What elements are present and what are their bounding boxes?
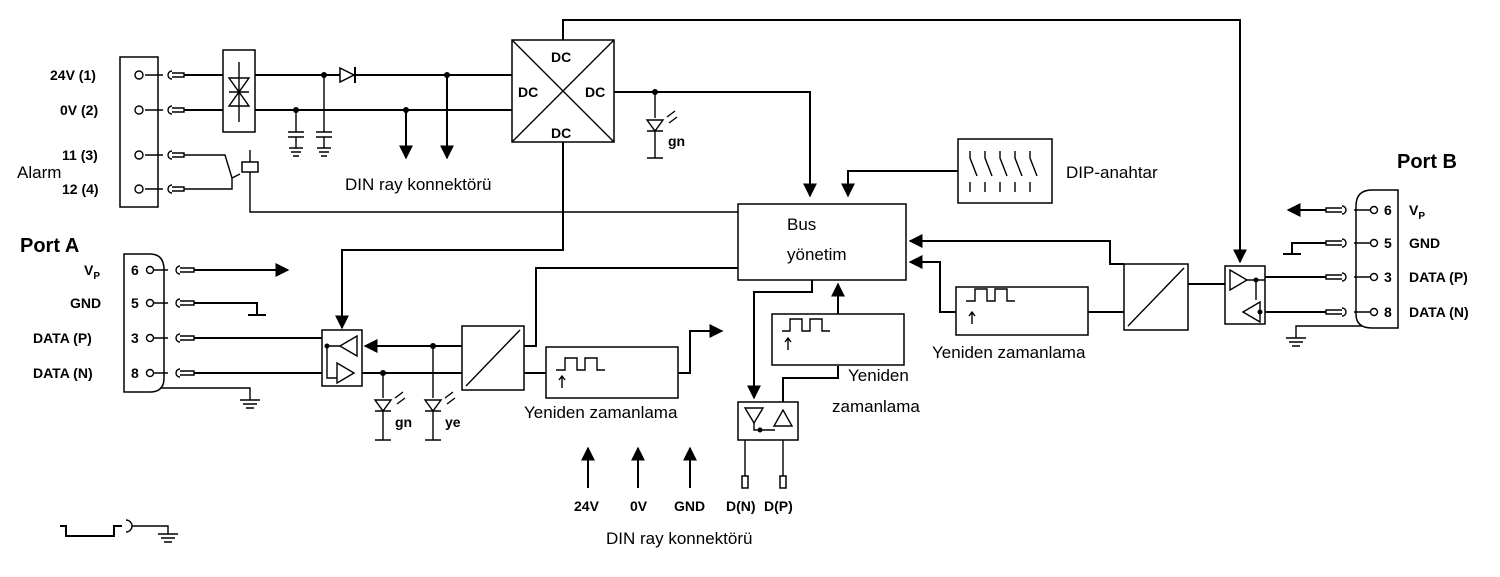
bus-label-line1: Bus (787, 215, 816, 234)
port-a-pin-vp: VP (84, 262, 100, 282)
supply-line-port-b (562, 19, 1247, 264)
port-a-gnd-line (194, 302, 266, 316)
dc-label-top: DC (551, 49, 571, 65)
port-b-pin-data-n: DATA (N) (1409, 304, 1469, 320)
port-b-plugs (1325, 205, 1370, 317)
dc-label-left: DC (518, 84, 538, 100)
port-b-pin-num-3: 3 (1384, 269, 1392, 285)
din-connector-label-power: DIN ray konnektörü (345, 175, 491, 194)
power-led-label: gn (668, 133, 685, 149)
port-b-gnd-line (1283, 242, 1326, 255)
port-a-pin-num-8: 8 (131, 365, 139, 381)
port-a-dsub-connector (123, 253, 165, 393)
port-a-pin-gnd: GND (70, 295, 101, 311)
bus-label-line2: yönetim (787, 245, 847, 264)
din-power-taps (399, 72, 454, 160)
alarm-label: Alarm (17, 163, 61, 182)
port-a-transceiver (321, 329, 363, 387)
power-terminal-block (119, 56, 159, 208)
port-a-pin-num-5: 5 (131, 295, 139, 311)
port-b-retiming-block (955, 286, 1089, 336)
port-b-pin-data-p: DATA (P) (1409, 269, 1468, 285)
port-b-retiming-label: Yeniden zamanlama (932, 343, 1086, 362)
port-b-pin-vp: VP (1409, 202, 1425, 222)
din-retiming-label-1: Yeniden (848, 366, 909, 385)
dip-to-bus-line (841, 170, 958, 198)
port-b-retiming-to-bus-line (908, 255, 956, 313)
capacitors (288, 72, 332, 157)
port-a-pin-num-3: 3 (131, 330, 139, 346)
din-connector-label-bus: DIN ray konnektörü (606, 529, 752, 548)
port-b-shield-ground (1286, 325, 1362, 347)
port-b-title: Port B (1397, 151, 1457, 173)
port-b-dsub-connector (1355, 189, 1399, 329)
dip-switch-label: DIP-anahtar (1066, 163, 1158, 182)
power-led (645, 89, 678, 159)
din-bus-pins (581, 440, 787, 489)
din-label-gnd: GND (674, 498, 705, 514)
port-a-led-gn (373, 370, 406, 441)
dc-label-bottom: DC (551, 125, 571, 141)
port-b-isolation (1123, 263, 1189, 331)
port-a-retiming-block (545, 346, 679, 399)
din-label-dn: D(N) (726, 498, 756, 514)
port-b-pin-num-5: 5 (1384, 235, 1392, 251)
protection-module (222, 49, 256, 133)
port-b-to-bus-line (908, 234, 1124, 265)
port-a-retiming-label: Yeniden zamanlama (524, 403, 678, 422)
port-b-pin-gnd: GND (1409, 235, 1440, 251)
din-retiming-label-2: zamanlama (832, 397, 920, 416)
port-a-pin-num-6: 6 (131, 262, 139, 278)
port-a-led-gn-label: gn (395, 414, 412, 430)
port-b-pin-num-6: 6 (1384, 202, 1392, 218)
din-label-24v: 24V (574, 498, 600, 514)
supply-line-bus (614, 91, 817, 198)
supply-line-port-a (335, 142, 564, 330)
din-label-dp: D(P) (764, 498, 793, 514)
port-a-retiming-out-line (678, 324, 724, 374)
terminal-label-12: 12 (4) (62, 181, 99, 197)
bus-management-block (737, 203, 907, 281)
din-rail-ground-symbol (60, 519, 178, 543)
terminal-label-11: 11 (3) (62, 147, 98, 163)
dc-label-right: DC (585, 84, 605, 100)
port-a-pin-data-n: DATA (N) (33, 365, 93, 381)
diode (339, 66, 356, 84)
din-retiming-block (771, 313, 905, 366)
din-label-0v: 0V (630, 498, 648, 514)
port-a-isolation (461, 325, 525, 391)
port-a-shield-ground (160, 387, 260, 409)
dip-switch (957, 138, 1053, 204)
alarm-relay (184, 150, 738, 213)
terminal-label-24v: 24V (1) (50, 67, 96, 83)
port-a-led-ye-label: ye (445, 414, 461, 430)
bus-to-din-line (747, 280, 813, 400)
port-b-transceiver (1224, 265, 1266, 325)
port-a-led-ye (423, 343, 456, 441)
port-a-to-bus-line (524, 267, 738, 347)
din-bus-transceiver (737, 401, 799, 441)
port-b-pin-num-8: 8 (1384, 304, 1392, 320)
port-a-pin-data-p: DATA (P) (33, 330, 92, 346)
port-a-title: Port A (20, 235, 79, 257)
din-to-retiming-line (782, 366, 839, 402)
terminal-label-0v: 0V (2) (60, 102, 98, 118)
